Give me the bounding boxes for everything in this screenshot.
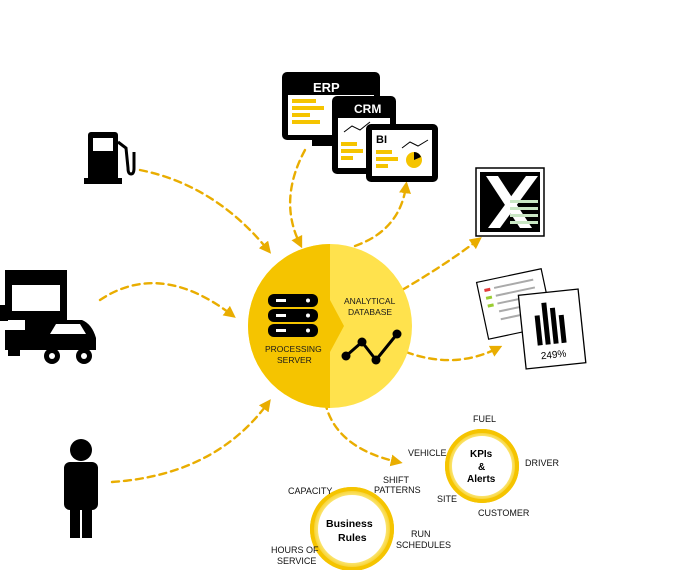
kpis-title-3: Alerts bbox=[467, 474, 496, 485]
arrow-hub-to-rules bbox=[323, 400, 403, 467]
network-chart-icon bbox=[341, 329, 402, 365]
hub-left-label-1: PROCESSING bbox=[265, 344, 322, 354]
business-rules-node: Business Rules bbox=[310, 487, 394, 570]
arrow-vehicles-to-hub bbox=[98, 282, 236, 318]
hub-right-label-2: DATABASE bbox=[348, 307, 392, 317]
server-icon bbox=[268, 294, 318, 337]
person-icon bbox=[64, 439, 98, 538]
kpis-title-1: KPIs bbox=[470, 449, 493, 460]
rule-label-shift-1: SHIFT bbox=[383, 475, 410, 485]
erp-label: ERP bbox=[313, 80, 340, 95]
kpi-label-fuel: FUEL bbox=[473, 414, 496, 424]
kpis-alerts-node: KPIs & Alerts bbox=[445, 429, 519, 503]
arrow-person-to-hub bbox=[110, 399, 271, 484]
rule-label-capacity: CAPACITY bbox=[288, 486, 332, 496]
rule-label-run-2: SCHEDULES bbox=[396, 540, 451, 550]
hub-left-label-2: SERVER bbox=[277, 355, 312, 365]
report-icon: 249% bbox=[475, 268, 587, 370]
arrow-hub-to-excel bbox=[400, 237, 482, 292]
kpi-label-driver: DRIVER bbox=[525, 458, 560, 468]
crm-label: CRM bbox=[354, 102, 381, 116]
kpis-title-2: & bbox=[478, 462, 485, 473]
rule-label-run-1: RUN bbox=[411, 529, 431, 539]
arrow-hub-to-report bbox=[404, 345, 503, 362]
hub-right-label-1: ANALYTICAL bbox=[344, 296, 396, 306]
flow-arrows bbox=[98, 148, 503, 484]
arrow-fuel-to-hub bbox=[138, 168, 272, 254]
rules-title-2: Rules bbox=[338, 532, 367, 544]
excel-icon bbox=[475, 167, 545, 237]
bi-label: BI bbox=[376, 134, 387, 146]
report-value: 249% bbox=[540, 349, 567, 363]
kpi-label-site: SITE bbox=[437, 494, 457, 504]
kpi-label-customer: CUSTOMER bbox=[478, 508, 530, 518]
arrow-erp-to-hub bbox=[288, 148, 307, 249]
fuel-pump-icon bbox=[84, 132, 136, 184]
rule-label-shift-2: PATTERNS bbox=[374, 485, 421, 495]
rule-label-hours-1: HOURS OF bbox=[271, 545, 319, 555]
rule-label-hours-2: SERVICE bbox=[277, 556, 316, 566]
bi-tablet-icon: BI bbox=[366, 124, 438, 182]
central-hub: PROCESSING SERVER ANALYTICAL DATABASE bbox=[248, 244, 412, 408]
car-icon bbox=[38, 320, 96, 364]
rules-title-1: Business bbox=[326, 518, 373, 530]
arrow-hub-to-bi bbox=[353, 181, 411, 248]
kpi-label-vehicle: VEHICLE bbox=[408, 448, 447, 458]
